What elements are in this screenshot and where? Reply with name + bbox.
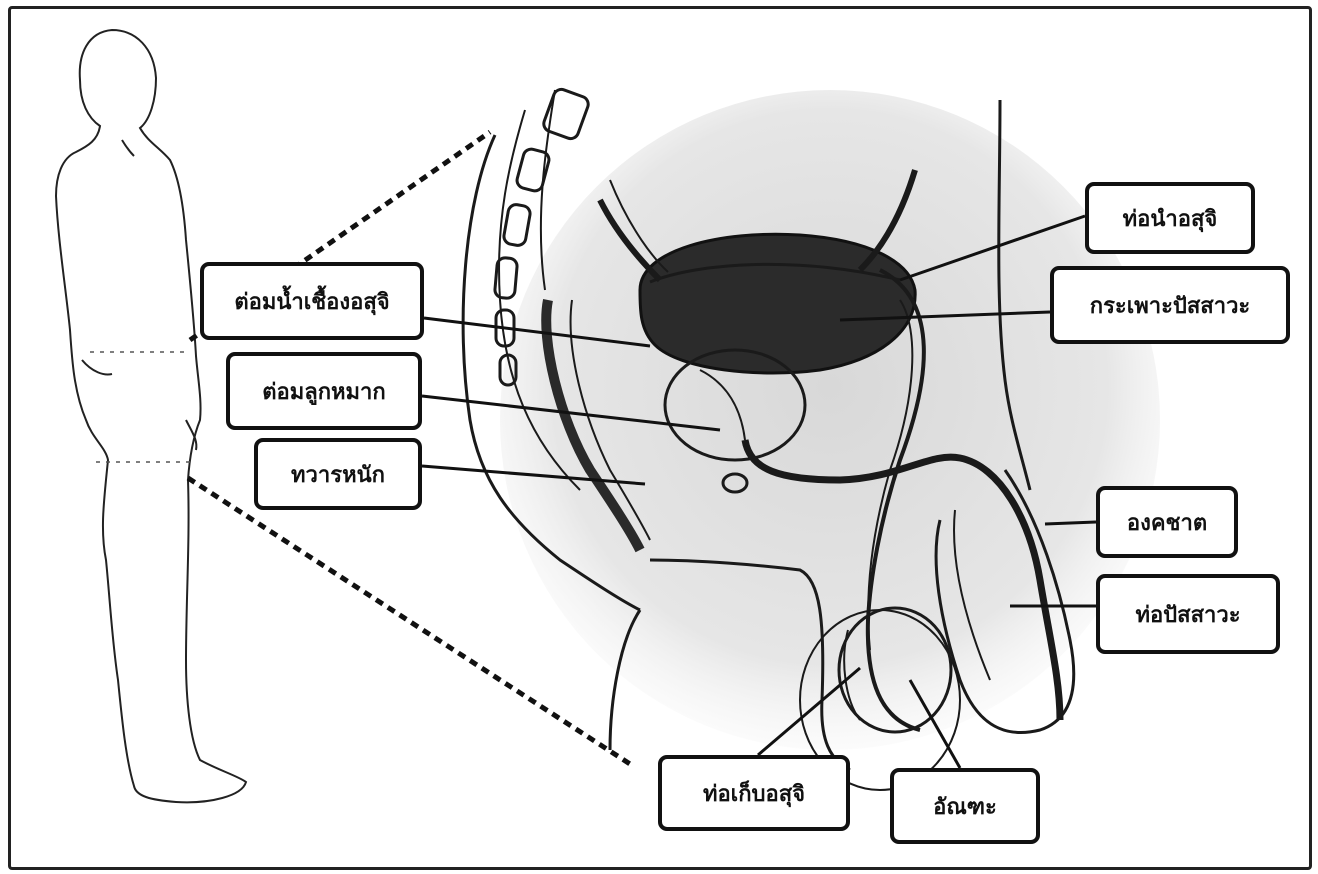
anatomy-illustration bbox=[463, 87, 1160, 790]
waist-markers bbox=[90, 352, 190, 462]
label-rectum: ทวารหนัก bbox=[254, 438, 422, 510]
label-bladder: กระเพาะปัสสาวะ bbox=[1050, 266, 1290, 344]
label-vas-deferens: ท่อนำอสุจิ bbox=[1085, 182, 1255, 254]
label-urethra: ท่อปัสสาวะ bbox=[1096, 574, 1280, 654]
leader-penis bbox=[1045, 522, 1096, 524]
label-prostate: ต่อมลูกหมาก bbox=[226, 352, 422, 430]
label-testis: อัณฑะ bbox=[890, 768, 1040, 844]
label-penis: องคชาต bbox=[1096, 486, 1238, 558]
human-silhouette bbox=[56, 30, 246, 802]
label-seminal-vesicle: ต่อมน้ำเชื้องอสุจิ bbox=[200, 262, 424, 340]
label-epididymis: ท่อเก็บอสุจิ bbox=[658, 755, 850, 831]
